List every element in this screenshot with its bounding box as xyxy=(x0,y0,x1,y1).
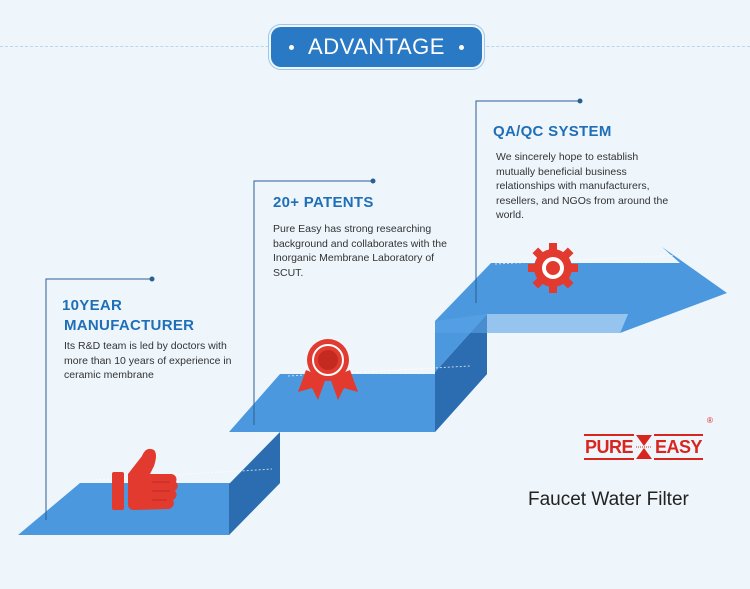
step-3-face xyxy=(435,314,628,333)
step-1-riser xyxy=(229,432,280,535)
callout-dot-1 xyxy=(149,276,155,282)
step-1-heading: 10YEAR MANUFACTURER xyxy=(62,296,232,336)
registered-mark: ® xyxy=(707,416,713,425)
gear-icon xyxy=(528,243,578,293)
callout-line-3 xyxy=(475,100,580,303)
award-ribbon-icon xyxy=(298,339,358,400)
step-2-top xyxy=(229,374,487,432)
step-1-description: Its R&D team is led by doctors with more… xyxy=(64,340,232,382)
step-3-heading: QA/QC SYSTEM xyxy=(493,123,612,140)
product-name: Faucet Water Filter xyxy=(528,489,689,510)
step-3-description: We sincerely hope to establish mutually … xyxy=(496,151,669,222)
step-2-description: Pure Easy has strong researching backgro… xyxy=(273,223,447,279)
title-badge: ADVANTAGE xyxy=(271,27,482,67)
callout-dot-3 xyxy=(577,98,583,104)
brand-word-left: PURE xyxy=(584,434,635,460)
step-1-heading-line2: MANUFACTURER xyxy=(64,317,195,334)
callout-line-1 xyxy=(45,278,152,520)
brand-filter-mark-icon xyxy=(636,435,653,459)
brand-word-right: EASY xyxy=(654,434,704,460)
callout-dot-2 xyxy=(370,178,376,184)
step-1-dashline xyxy=(94,468,273,481)
step-1-heading-line1: 10YEAR xyxy=(62,297,123,314)
step-2-riser xyxy=(435,314,487,432)
callout-line-2 xyxy=(253,180,373,425)
step-3-dashline xyxy=(494,254,681,265)
thumbs-up-icon xyxy=(112,448,178,510)
badge-dot-right xyxy=(458,44,464,50)
step-3-arrow xyxy=(435,247,727,372)
page-title: ADVANTAGE xyxy=(308,34,445,59)
step-2-heading: 20+ PATENTS xyxy=(273,194,374,211)
badge-dot-left xyxy=(289,44,295,50)
brand-logo: PURE EASY xyxy=(584,426,708,468)
